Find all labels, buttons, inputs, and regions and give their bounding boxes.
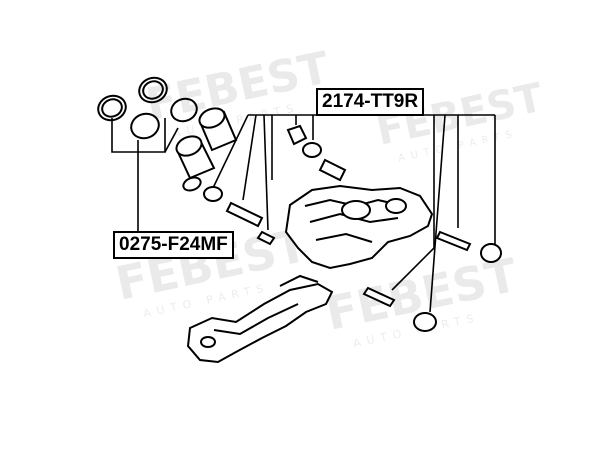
leader-to-bleed-screw-diag <box>391 247 435 291</box>
seal-ring-1-inner <box>101 98 123 118</box>
boot-small <box>182 176 202 192</box>
seal-ring-1 <box>97 94 127 122</box>
small-bolt <box>256 230 276 246</box>
caliper-housing <box>284 184 434 270</box>
bracket-arm-top <box>279 274 319 287</box>
seal-ring-4 <box>170 97 198 123</box>
seal-ring-3 <box>130 112 160 140</box>
bushing <box>203 186 223 202</box>
guide-pin-1 <box>225 201 264 228</box>
right-hardware <box>362 230 502 332</box>
seal-ring-2 <box>138 76 168 104</box>
caliper-bore-2 <box>385 198 407 214</box>
piston-seal-rings <box>97 76 198 140</box>
caliper-detail-3 <box>315 232 373 243</box>
pistons <box>175 107 238 192</box>
piston-kit-part-label: 0275-F24MF <box>113 231 234 259</box>
cap-right <box>480 243 502 263</box>
small-hardware <box>203 124 347 246</box>
bolt-right <box>435 230 472 252</box>
bracket-inner <box>213 303 299 336</box>
piston-1-face <box>198 107 226 129</box>
cap-2 <box>302 142 322 158</box>
bleed-screw <box>362 286 396 308</box>
bracket-hole <box>200 336 216 348</box>
caliper-body <box>284 184 434 270</box>
piston-2-face <box>175 135 203 157</box>
leader-to-bottom-boot <box>429 114 446 313</box>
leader-to-pin-2 <box>263 114 269 231</box>
leader-seal-right <box>164 127 179 153</box>
caliper-bore <box>341 200 371 220</box>
caliper-kit-part-label: 2174-TT9R <box>316 88 425 116</box>
leader-to-bushing <box>212 114 249 189</box>
boot-bottom <box>413 312 437 332</box>
caliper-bracket <box>186 274 334 364</box>
guide-pin-2 <box>318 158 347 182</box>
leader-to-pin-1 <box>242 114 257 201</box>
cap-1 <box>286 124 308 146</box>
seal-ring-2-inner <box>142 80 164 100</box>
